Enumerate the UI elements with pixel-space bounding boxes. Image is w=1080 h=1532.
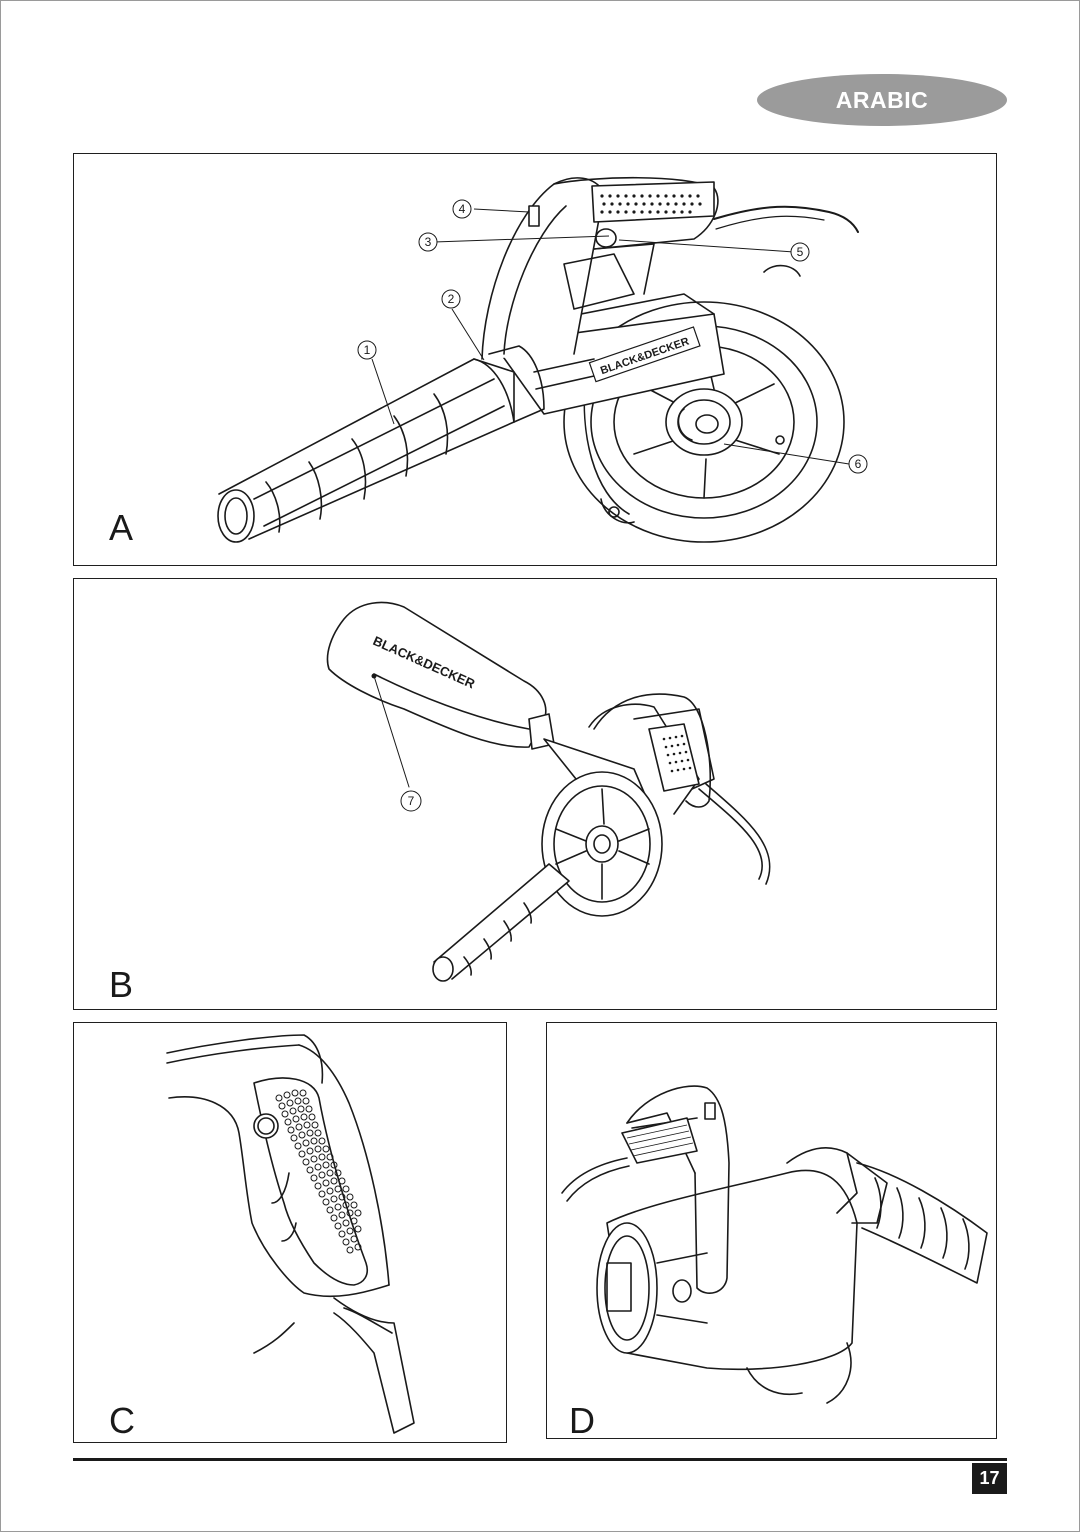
panel-letter-b: B (109, 964, 134, 1005)
callout-5: 5 (797, 245, 804, 259)
callout-4: 4 (459, 202, 466, 216)
language-label: ARABIC (835, 86, 929, 113)
callout-6: 6 (855, 457, 862, 471)
figure-panel-a: BLACK&DECKER 1 2 3 4 5 6 A (73, 153, 997, 566)
panel-letter-d: D (569, 1400, 595, 1441)
page-number: 17 (972, 1463, 1007, 1494)
callout-3: 3 (425, 235, 432, 249)
figure-panel-c: C (73, 1022, 507, 1443)
panel-letter-c: C (109, 1400, 135, 1441)
handle-detail-illustration (166, 1034, 415, 1434)
panel-letter-a: A (109, 507, 134, 548)
callout-2: 2 (448, 292, 455, 306)
blower-illustration-a: BLACK&DECKER 1 2 3 4 5 6 (217, 176, 868, 543)
blower-rear-illustration (561, 1085, 988, 1404)
figure-panel-b: BLACK&DECKER 7 B (73, 578, 997, 1010)
footer-rule (73, 1458, 1007, 1461)
blower-illustration-b: BLACK&DECKER 7 (326, 601, 771, 982)
figure-panel-d: D (546, 1022, 997, 1439)
callout-1: 1 (364, 343, 371, 357)
callout-7: 7 (408, 794, 415, 808)
language-badge: ARABIC (757, 74, 1007, 126)
